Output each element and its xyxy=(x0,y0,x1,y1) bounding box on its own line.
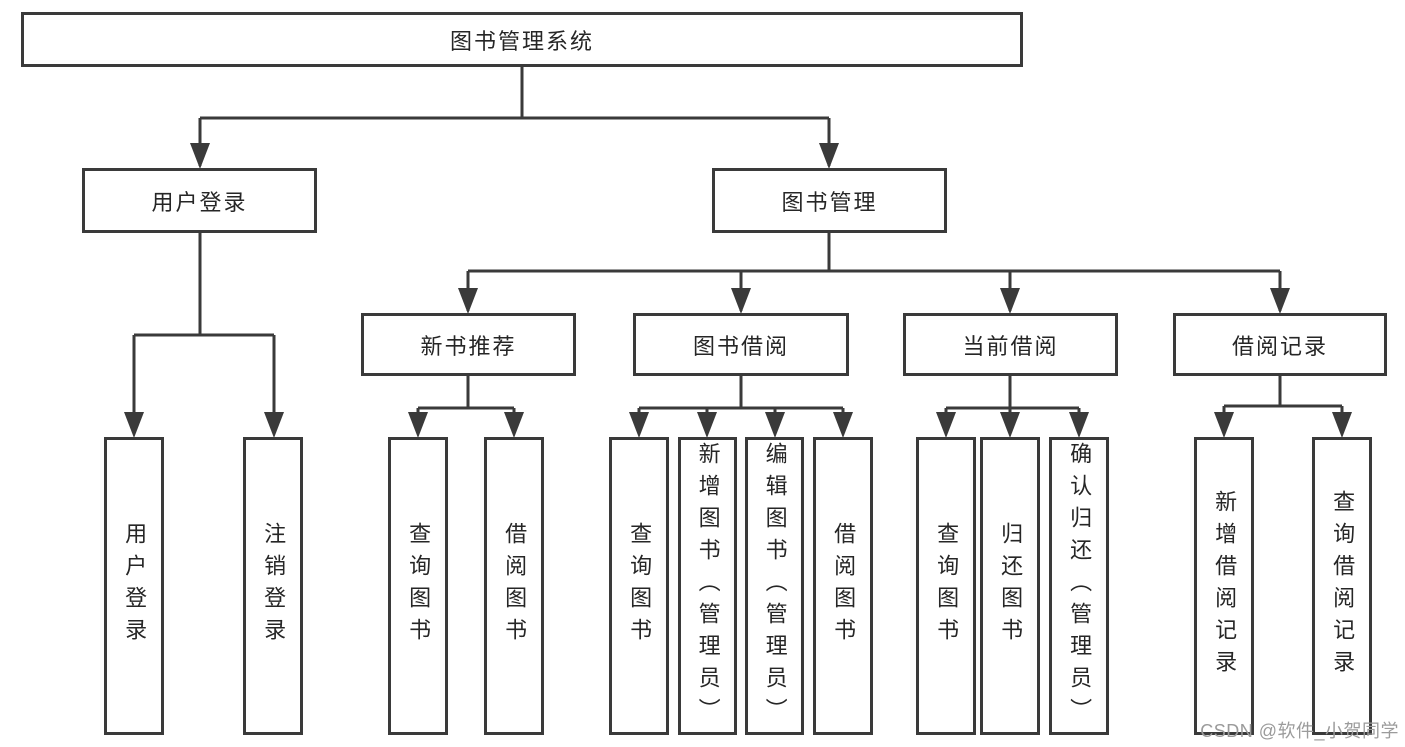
connector-book-borrowing-branch xyxy=(637,376,845,434)
node-library-system: 图书管理系统 xyxy=(21,12,1023,67)
leaf-user-login: 用户登录 xyxy=(104,437,164,735)
node-label: 查询图书 xyxy=(934,522,960,650)
arrow-down-icon xyxy=(1000,288,1020,314)
node-label: 用户登录 xyxy=(151,189,248,215)
connector-lines xyxy=(132,67,1344,434)
node-label: 图书管理 xyxy=(781,189,878,215)
leaf-add-books-admin: 新增图书（管理员） xyxy=(678,437,737,735)
leaf-query-books-recommend: 查询图书 xyxy=(388,437,448,735)
arrowheads xyxy=(124,143,1352,438)
arrow-down-icon xyxy=(124,412,144,438)
node-label: 确认归还（管理员） xyxy=(1067,442,1093,730)
leaf-logout-login: 注销登录 xyxy=(243,437,303,735)
arrow-down-icon xyxy=(264,412,284,438)
node-label: 新增借阅记录 xyxy=(1212,490,1238,682)
node-current-borrowing: 当前借阅 xyxy=(903,313,1118,376)
node-borrowing-records: 借阅记录 xyxy=(1173,313,1387,376)
connector-current-borrowing-branch xyxy=(944,376,1081,434)
leaf-edit-books-admin: 编辑图书（管理员） xyxy=(745,437,804,735)
arrow-down-icon xyxy=(1270,288,1290,314)
leaf-add-borrow-record: 新增借阅记录 xyxy=(1194,437,1254,735)
node-label: 查询图书 xyxy=(406,522,432,650)
leaf-borrow-books-recommend: 借阅图书 xyxy=(484,437,544,735)
node-label: 查询图书 xyxy=(627,522,653,650)
node-label: 借阅记录 xyxy=(1231,333,1328,359)
node-label: 当前借阅 xyxy=(962,333,1059,359)
node-label: 借阅图书 xyxy=(831,522,857,650)
leaf-borrow-books-borrowing: 借阅图书 xyxy=(813,437,873,735)
node-label: 归还图书 xyxy=(998,522,1024,650)
arrow-down-icon xyxy=(629,412,649,438)
node-label: 编辑图书（管理员） xyxy=(762,442,788,730)
node-book-borrowing: 图书借阅 xyxy=(633,313,849,376)
node-book-management: 图书管理 xyxy=(712,168,947,233)
connector-borrowing-records-branch xyxy=(1222,376,1344,434)
arrow-down-icon xyxy=(458,288,478,314)
node-label: 借阅图书 xyxy=(502,522,528,650)
arrow-down-icon xyxy=(819,143,839,169)
arrow-down-icon xyxy=(1069,412,1089,438)
node-label: 图书借阅 xyxy=(692,333,789,359)
node-label: 新增图书（管理员） xyxy=(695,442,721,730)
arrow-down-icon xyxy=(1214,412,1234,438)
arrow-down-icon xyxy=(833,412,853,438)
leaf-query-books-current: 查询图书 xyxy=(916,437,976,735)
arrow-down-icon xyxy=(1000,412,1020,438)
arrow-down-icon xyxy=(765,412,785,438)
arrow-down-icon xyxy=(408,412,428,438)
connector-book-management-branch xyxy=(466,233,1282,311)
leaf-confirm-return-admin: 确认归还（管理员） xyxy=(1049,437,1109,735)
node-label: 注销登录 xyxy=(261,522,287,650)
node-new-book-recommend: 新书推荐 xyxy=(361,313,576,376)
arrow-down-icon xyxy=(936,412,956,438)
arrow-down-icon xyxy=(504,412,524,438)
node-user-login: 用户登录 xyxy=(82,168,317,233)
leaf-return-books: 归还图书 xyxy=(980,437,1040,735)
connector-new-book-branch xyxy=(416,376,516,434)
node-label: 新书推荐 xyxy=(420,333,517,359)
connector-user-login-branch xyxy=(132,233,276,434)
node-label: 查询借阅记录 xyxy=(1330,490,1356,682)
arrow-down-icon xyxy=(190,143,210,169)
node-label: 图书管理系统 xyxy=(449,28,594,54)
node-label: 用户登录 xyxy=(122,522,148,650)
connector-root-to-level2 xyxy=(198,67,831,166)
arrow-down-icon xyxy=(697,412,717,438)
leaf-query-books-borrowing: 查询图书 xyxy=(609,437,669,735)
arrow-down-icon xyxy=(1332,412,1352,438)
leaf-query-borrow-record: 查询借阅记录 xyxy=(1312,437,1372,735)
arrow-down-icon xyxy=(731,288,751,314)
csdn-watermark: CSDN @软件_小贺同学 xyxy=(1200,721,1399,741)
